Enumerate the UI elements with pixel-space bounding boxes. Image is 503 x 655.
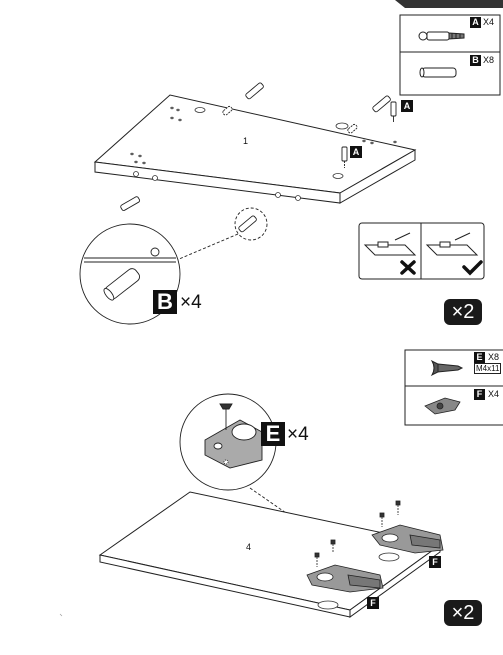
part-e-size: M4x11: [474, 363, 502, 374]
check-icon: [462, 260, 483, 276]
zoom-mult-e: ×4: [287, 424, 309, 445]
repeat-badge-step1: ×2: [444, 299, 482, 325]
parts-box-top: [399, 14, 501, 96]
zoom-mult-b: ×4: [180, 292, 202, 313]
zoom-detail-hinge: [204, 403, 263, 469]
part-e-qty: X8: [488, 352, 500, 362]
hinge-icon: [424, 397, 461, 415]
part-b-tag: B: [470, 55, 481, 66]
hinge-holes: [317, 552, 400, 610]
hinge-lower: [306, 564, 384, 593]
header-strip: [395, 0, 503, 8]
wooden-dowel-icon: [419, 67, 457, 78]
cross-icon: [400, 260, 416, 275]
cam-bolts-step1: [341, 101, 397, 168]
part-b-qty: X8: [483, 55, 495, 65]
dowels-step1: [120, 82, 391, 233]
part-f-tag: F: [474, 389, 485, 400]
zoom-tag-e: E: [261, 422, 285, 446]
callout-a-upper: A: [401, 100, 413, 112]
part-f-qty: X4: [488, 389, 500, 399]
callout-f-upper: F: [429, 556, 441, 568]
callout-a-lower: A: [350, 146, 362, 158]
comparison-box: [358, 222, 485, 280]
corner-mark: [59, 613, 63, 617]
screw-icon: [430, 359, 464, 377]
screws-step2: [314, 500, 401, 567]
part-e-tag: E: [474, 352, 485, 363]
panel-4-number: 4: [246, 542, 252, 552]
repeat-badge-step2: ×2: [444, 600, 482, 626]
panel-1: [93, 94, 417, 204]
zoom-detail-dowel: [84, 247, 176, 301]
callout-f-lower: F: [367, 597, 379, 609]
part-a-tag: A: [470, 17, 481, 28]
zoom-tag-b: B: [153, 290, 177, 314]
panel-1-number: 1: [243, 136, 249, 146]
parts-box-bottom: [404, 349, 503, 426]
panel-1-holes: [130, 106, 397, 201]
part-a-qty: X4: [483, 17, 495, 27]
hinge-upper: [371, 524, 444, 554]
cam-bolt-icon: [418, 31, 465, 41]
